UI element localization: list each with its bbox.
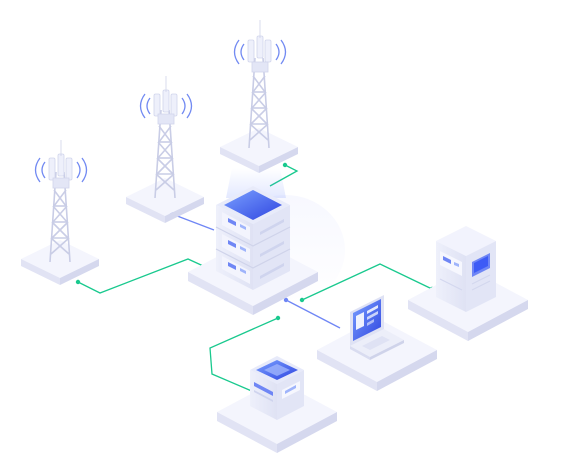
link-tower-left-central (77, 258, 213, 294)
platform (126, 178, 204, 223)
link-tower-middle-central (171, 213, 215, 231)
laptop-icon (350, 295, 404, 360)
antenna-panels (247, 20, 272, 73)
gateway (217, 356, 337, 453)
rack-unit (222, 256, 250, 284)
platform (21, 240, 99, 285)
rack-unit (222, 234, 250, 262)
server-rack-icon (215, 168, 291, 290)
central-server (188, 168, 318, 315)
signal-waves-icon (34, 157, 88, 183)
tower-left (21, 140, 99, 285)
signal-waves-icon (233, 39, 287, 65)
cell-tower-icon (154, 109, 176, 199)
platform (217, 380, 337, 453)
antenna-panels (48, 140, 73, 189)
rack-unit (222, 212, 250, 240)
link-central-gateway (209, 317, 279, 393)
link-central-edge-server (301, 263, 433, 301)
edge-server (408, 226, 528, 341)
platform (220, 128, 298, 173)
laptop (317, 295, 437, 391)
gateway-device-icon (250, 356, 304, 420)
tower-right (220, 20, 298, 173)
signal-waves-icon (139, 93, 193, 119)
cell-tower-icon (248, 57, 270, 149)
server-cabinet-icon (436, 226, 496, 312)
tower-middle (126, 76, 204, 223)
link-central-laptop (285, 299, 341, 329)
antenna-panels (153, 76, 178, 125)
